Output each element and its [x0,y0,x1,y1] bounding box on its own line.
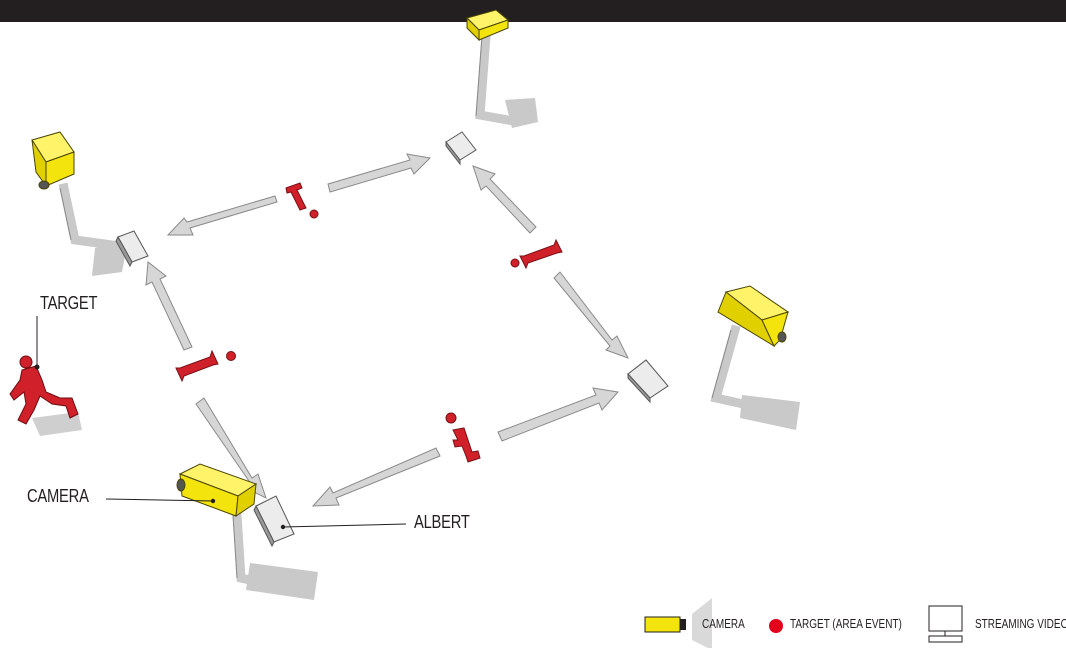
legend-streaming-label: STREAMING VIDEO [975,617,1066,631]
camera-top [467,10,508,40]
target-markers [176,183,562,462]
arrow-8 [313,448,440,506]
alert-icon-right [511,240,562,268]
arrow-4 [554,272,628,358]
arrow-3 [473,166,536,233]
arrow-5 [146,262,192,350]
streaming-arrows [146,154,628,506]
label-camera: CAMERA [27,486,89,507]
device-right [628,360,668,402]
person-icon [10,356,82,436]
monitor-icon [929,606,962,642]
device-top [446,132,476,164]
alert-icon-bottom [446,413,480,462]
arrow-1 [328,154,430,192]
label-albert: ALBERT [414,512,470,533]
label-target: TARGET [40,293,97,314]
target-marker-icon [769,619,783,633]
arrow-7 [498,388,618,441]
arrow-2 [168,196,277,235]
legend-target-label: TARGET (AREA EVENT) [790,617,902,631]
alert-icon-top [286,183,318,218]
device-albert [254,496,294,546]
alert-icon-left [176,351,236,381]
legend-camera-label: CAMERA [702,617,745,631]
camera-left [32,132,74,189]
